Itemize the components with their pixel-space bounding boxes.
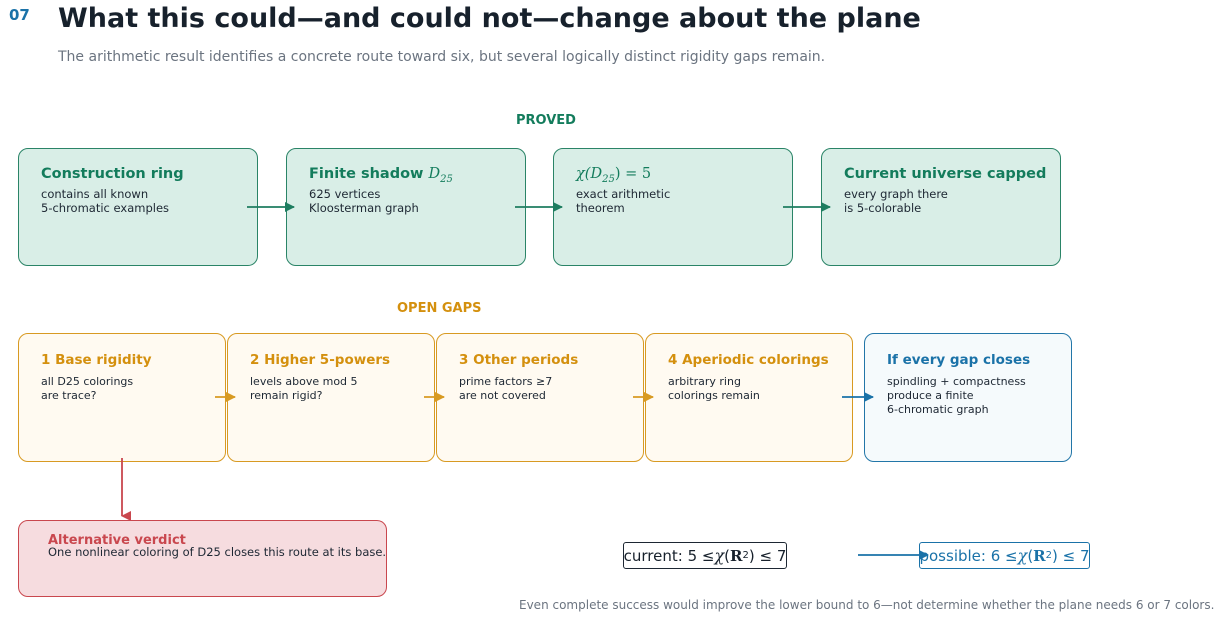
reals-symbol: R [730,546,743,565]
title-math: χ(D [576,166,603,182]
title-subscript: 25 [440,173,453,185]
proved-section-label: PROVED [516,113,576,128]
gap-box-title: 4 Aperiodic colorings [668,352,829,368]
gap-box-title: 2 Higher 5-powers [250,352,391,368]
proved-box-current-universe: Current universe capped every graph ther… [821,148,1061,266]
chi-symbol: χ [1017,546,1028,565]
alternative-verdict-text: One nonlinear coloring of D25 closes thi… [48,545,387,559]
gap-box-aperiodic-colorings: 4 Aperiodic colorings arbitrary ring col… [645,333,853,462]
proved-box-title: Finite shadow D25 [309,166,453,185]
gap-box-text: arbitrary ring colorings remain [668,375,760,402]
title-math: D [428,166,441,182]
proved-box-text: exact arithmetic theorem [576,187,671,215]
slide-number: 07 [9,6,30,24]
gap-box-text: prime factors ≥7 are not covered [459,375,553,402]
formula-prefix: possible: 6 ≤ [919,546,1018,565]
proved-box-chromatic-number: χ(D25) = 5 exact arithmetic theorem [553,148,793,266]
gap-box-title: 3 Other periods [459,352,579,368]
gap-box-base-rigidity: 1 Base rigidity all D25 colorings are tr… [18,333,226,462]
alternative-verdict-title: Alternative verdict [48,533,186,548]
chi-symbol: χ [714,546,725,565]
page-subtitle: The arithmetic result identifies a concr… [58,49,826,65]
exponent: 2 [742,550,749,561]
alternative-verdict-box: Alternative verdict One nonlinear colori… [18,520,387,597]
proved-box-title: Current universe capped [844,166,1047,182]
proved-box-text: every graph there is 5-colorable [844,187,948,215]
gap-box-text: all D25 colorings are trace? [41,375,134,402]
reals-symbol: R [1033,546,1046,565]
title-prefix: Finite shadow [309,166,429,182]
exponent: 2 [1045,550,1053,561]
gap-box-other-periods: 3 Other periods prime factors ≥7 are not… [436,333,644,462]
proved-box-title: χ(D25) = 5 [576,166,651,185]
open-gaps-section-label: OPEN GAPS [397,301,482,316]
gap-box-higher-5-powers: 2 Higher 5-powers levels above mod 5 rem… [227,333,435,462]
footnote: Even complete success would improve the … [519,598,1214,612]
gap-box-text: levels above mod 5 remain rigid? [250,375,358,402]
proved-box-finite-shadow: Finite shadow D25 625 vertices Kloosterm… [286,148,526,266]
title-suffix: ) = 5 [614,166,652,182]
proved-box-construction-ring: Construction ring contains all known 5-c… [18,148,258,266]
formula-suffix: ) ≤ 7 [748,546,787,565]
outcome-box-text: spindling + compactness produce a finite… [887,375,1026,416]
gap-box-title: 1 Base rigidity [41,352,152,368]
proved-box-text: 625 vertices Kloosterman graph [309,187,419,215]
open-paren: ( [1027,546,1034,565]
proved-box-title: Construction ring [41,166,184,182]
proved-box-text: contains all known 5-chromatic examples [41,187,170,215]
formula-prefix: current: 5 ≤ [623,546,715,565]
open-paren: ( [724,546,731,565]
formula-suffix: ) ≤ 7 [1052,546,1090,565]
outcome-box-every-gap-closes: If every gap closes spindling + compactn… [864,333,1072,462]
outcome-box-title: If every gap closes [887,352,1031,368]
page-title: What this could—and could not—change abo… [58,3,921,34]
title-subscript: 25 [602,173,615,185]
